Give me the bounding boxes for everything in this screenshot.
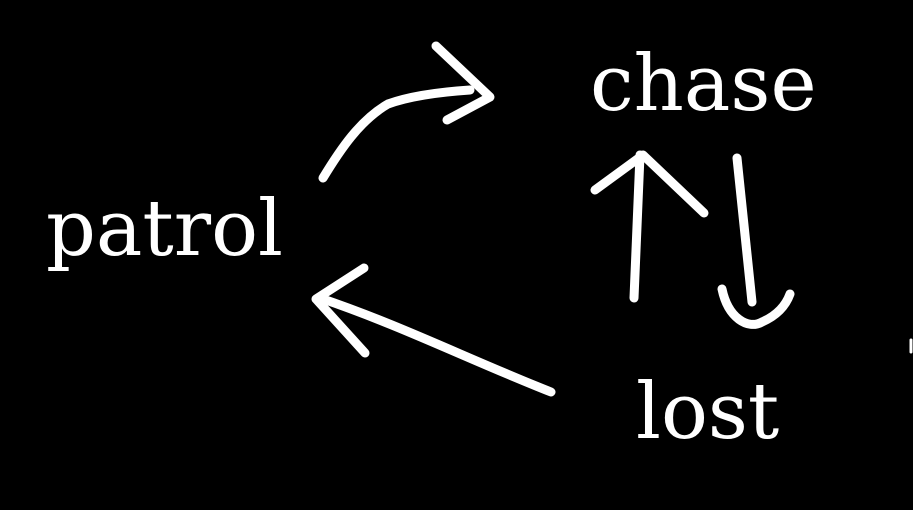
state-lost-label: lost: [636, 367, 779, 457]
arrow-head: [590, 150, 709, 218]
state-patrol-label: patrol: [46, 184, 283, 274]
arrow-head: [431, 41, 495, 125]
transition-chase-to-lost-arrow: [717, 153, 795, 329]
arrow-shaft: [732, 153, 757, 307]
transition-lost-to-chase-arrow: [590, 150, 709, 303]
arrow-shaft: [629, 150, 645, 303]
state-chase-label: chase: [590, 39, 817, 129]
arrow-head: [311, 263, 370, 358]
transition-lost-to-patrol-arrow: [311, 263, 556, 397]
arrow-shaft: [315, 293, 556, 397]
arrow-shaft: [318, 85, 475, 183]
transition-patrol-to-chase-arrow: [318, 41, 495, 183]
arrow-head: [717, 284, 795, 329]
